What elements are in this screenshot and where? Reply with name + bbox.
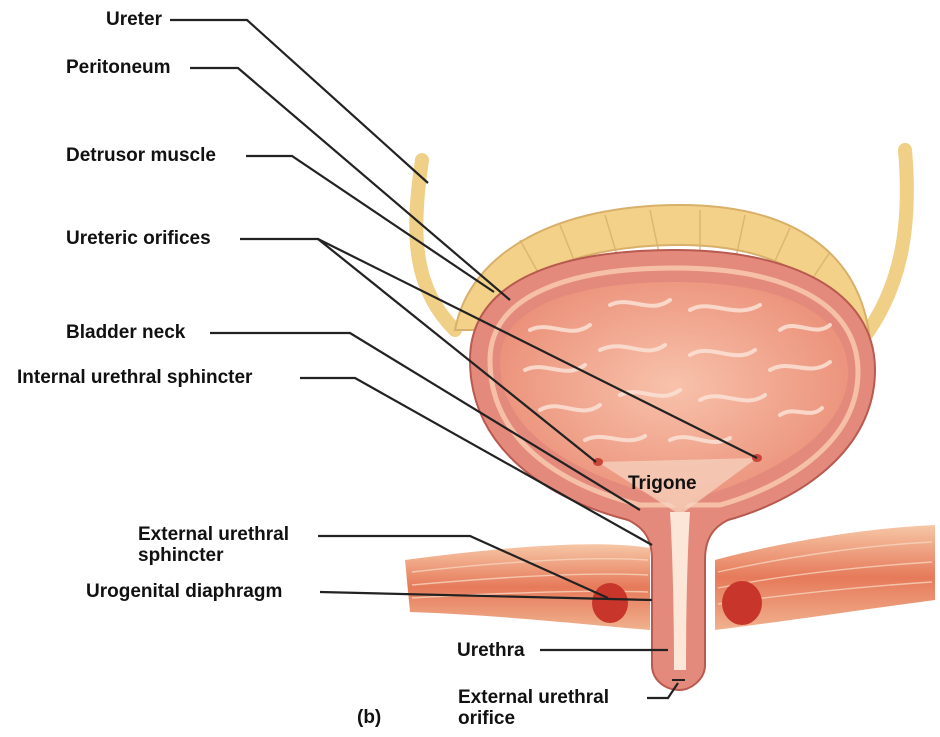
label-detrusor-muscle: Detrusor muscle	[66, 145, 216, 166]
label-urethra: Urethra	[457, 640, 525, 661]
label-bladder-neck: Bladder neck	[66, 322, 185, 343]
label-external-urethral-orifice-line2: orifice	[458, 708, 609, 729]
label-peritoneum: Peritoneum	[66, 57, 171, 78]
label-external-urethral-orifice: External urethral orifice	[458, 687, 609, 729]
label-ureteric-orifices: Ureteric orifices	[66, 228, 211, 249]
label-internal-urethral-sphincter: Internal urethral sphincter	[17, 367, 252, 388]
ureter-right	[862, 150, 907, 340]
label-external-urethral-sphincter-line2: sphincter	[138, 545, 289, 566]
label-ureter: Ureter	[106, 9, 162, 30]
leader-detrusor	[246, 156, 494, 292]
sphincter-right	[722, 581, 762, 625]
label-urogenital-diaphragm: Urogenital diaphragm	[86, 581, 282, 602]
sphincter-left	[592, 583, 628, 623]
label-external-urethral-sphincter: External urethral sphincter	[138, 524, 289, 566]
label-trigone: Trigone	[628, 473, 697, 494]
label-external-urethral-orifice-line1: External urethral	[458, 687, 609, 708]
panel-label: (b)	[357, 707, 381, 728]
label-external-urethral-sphincter-line1: External urethral	[138, 524, 289, 545]
